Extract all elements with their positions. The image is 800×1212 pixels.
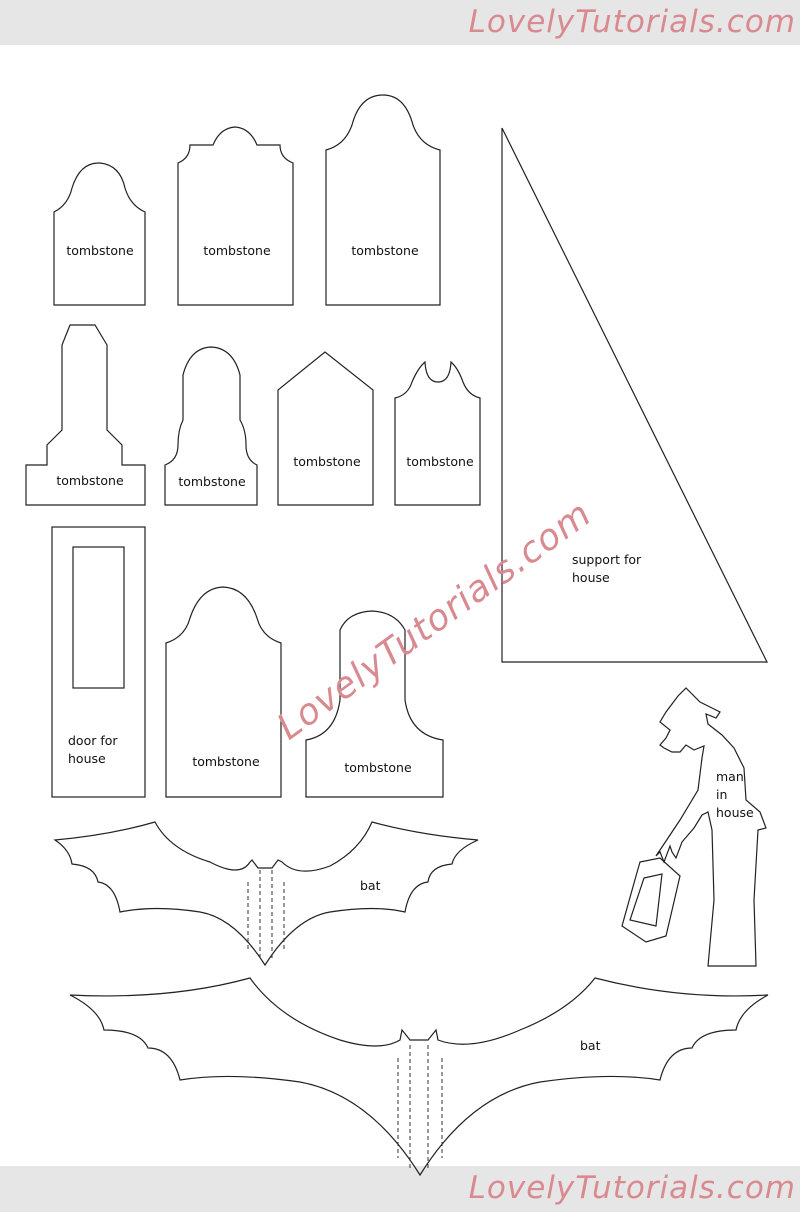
- tombstone-label: tombstone: [66, 243, 134, 258]
- tombstone-label: tombstone: [192, 754, 260, 769]
- man-label-line1: man: [716, 769, 744, 784]
- tombstone-5: tombstone: [164, 346, 258, 506]
- header-band: [0, 0, 800, 45]
- tombstone-7: tombstone: [394, 360, 481, 506]
- support-for-house: support for house: [501, 127, 768, 663]
- tombstone-label: tombstone: [293, 454, 361, 469]
- tombstone-9: tombstone: [305, 610, 444, 798]
- tombstone-label: tombstone: [344, 760, 412, 775]
- tombstone-label: tombstone: [351, 243, 419, 258]
- footer-watermark: LovelyTutorials.com: [468, 1170, 796, 1206]
- door-label-line2: house: [68, 751, 106, 766]
- man-in-house: man in house: [621, 687, 767, 967]
- bat-label: bat: [580, 1038, 601, 1053]
- tombstone-6: tombstone: [277, 351, 374, 506]
- support-label-line1: support for: [572, 552, 642, 567]
- man-label-line3: house: [716, 805, 754, 820]
- support-label-line2: house: [572, 570, 610, 585]
- tombstone-8: tombstone: [165, 586, 282, 798]
- bat-small: bat: [53, 821, 479, 967]
- bat-label: bat: [360, 878, 381, 893]
- tombstone-3: tombstone: [325, 94, 441, 306]
- bat-large: bat: [69, 977, 769, 1177]
- tombstone-1: tombstone: [53, 162, 146, 306]
- tombstone-4: tombstone: [25, 324, 146, 506]
- tombstone-2: tombstone: [177, 126, 294, 306]
- tombstone-label: tombstone: [56, 473, 124, 488]
- door-for-house: door for house: [51, 526, 146, 798]
- tombstone-label: tombstone: [406, 454, 474, 469]
- footer-band: [0, 1166, 800, 1212]
- tombstone-label: tombstone: [203, 243, 271, 258]
- man-label-line2: in: [716, 787, 727, 802]
- tombstone-label: tombstone: [178, 474, 246, 489]
- door-label-line1: door for: [68, 733, 118, 748]
- header-watermark: LovelyTutorials.com: [468, 4, 796, 40]
